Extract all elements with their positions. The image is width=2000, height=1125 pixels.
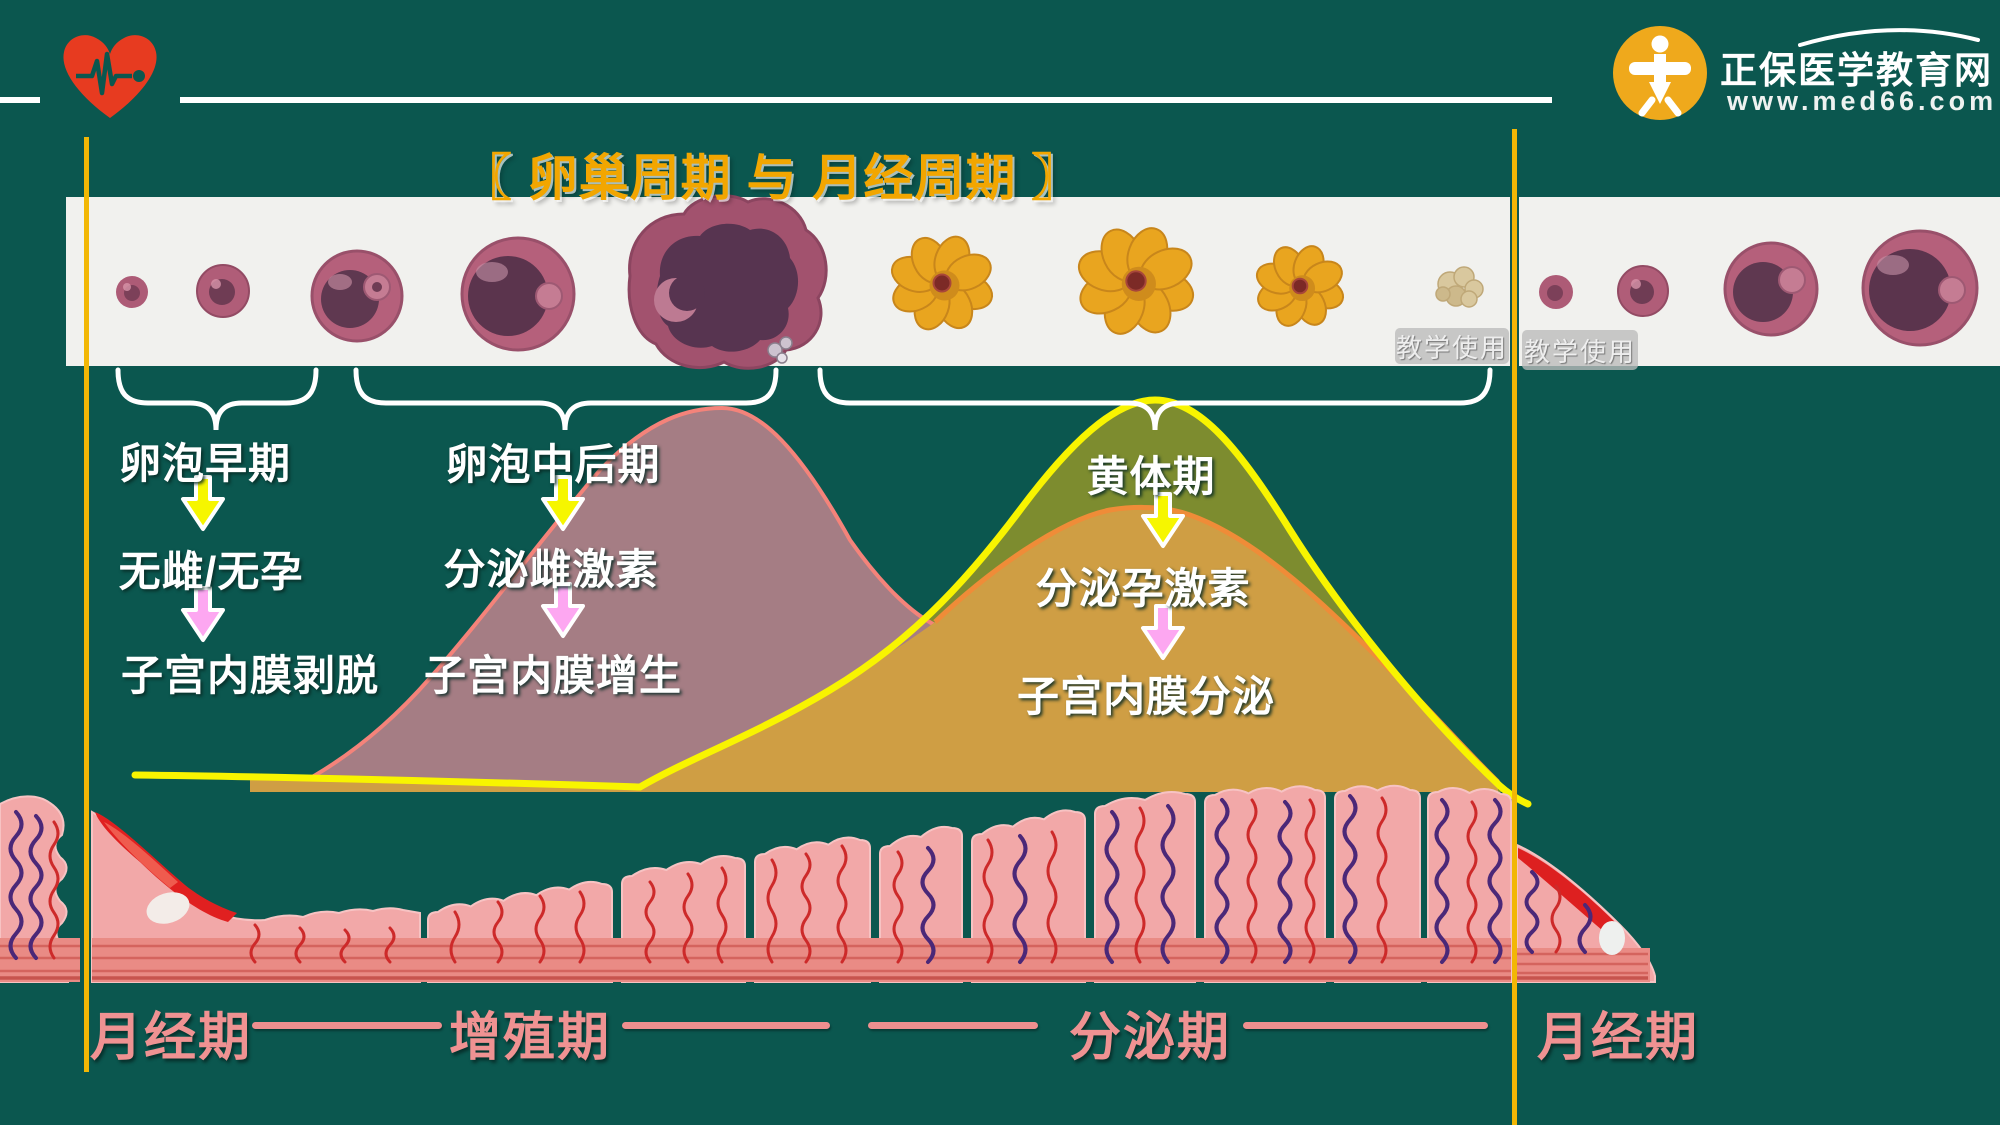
arrow-down-yellow-icon — [541, 475, 585, 531]
arrow-down-pink-icon — [541, 582, 585, 638]
phase-braces — [115, 367, 1493, 431]
endometrium-label-proliferation: 子宫内膜增生 — [423, 652, 683, 699]
estrogen-baseline-yellow — [131, 396, 1532, 808]
stage-label-early-follicular: 卵泡早期 — [118, 440, 292, 487]
arrow-down-pink-icon — [1141, 604, 1185, 660]
menstrual-blood-streak-right — [1518, 848, 1625, 955]
endometrium-band — [0, 784, 1656, 983]
follicle-secondary-repeat-icon — [1723, 241, 1819, 337]
cycle-boundary-lines — [84, 129, 1517, 1125]
phase-label-proliferative: 增殖期 — [448, 1009, 612, 1067]
secretion-label-estrogen: 分泌雌激素 — [443, 546, 659, 593]
brace-mid-late-follicular — [353, 367, 779, 431]
brace-luteal — [817, 367, 1493, 431]
follicle-secondary-icon — [310, 249, 404, 343]
endometrium-label-shedding: 子宫内膜剥脱 — [120, 652, 380, 699]
tissue-basal-layer — [0, 938, 1650, 982]
brand-url: www.med66.com — [1727, 86, 1998, 116]
right-axis-line — [1512, 129, 1517, 1125]
corpus-luteum-icon — [1255, 245, 1345, 327]
arrow-down-yellow-icon — [181, 475, 225, 531]
flow-arrows — [181, 475, 1185, 660]
page-title: 〖 卵巢周期 与 月经周期 〗 — [461, 150, 1083, 206]
stage-label-luteal: 黄体期 — [1086, 453, 1216, 500]
follicle-primary-icon — [196, 264, 250, 318]
arrow-down-yellow-icon — [1141, 492, 1185, 548]
follicle-primary-repeat-icon — [1617, 265, 1669, 317]
vessel-lines — [8, 794, 1593, 964]
header-rule — [0, 97, 1552, 103]
corpus-luteum-icons — [890, 227, 1345, 335]
phase-label-secretory: 分泌期 — [1068, 1009, 1232, 1067]
corpus-luteum-icon — [1077, 227, 1195, 335]
secretion-label-none: 无雌/无孕 — [118, 548, 304, 595]
phase-divider-rule — [1243, 1022, 1488, 1029]
corpus-luteum-icon — [890, 235, 994, 331]
phase-label-menstrual-right: 月经期 — [1536, 1009, 1700, 1067]
brand-name: 正保医学教育网 — [1720, 50, 1993, 91]
stage-label-mid-late-follicular: 卵泡中后期 — [445, 441, 661, 488]
watermark-badge: 教学使用 — [1395, 328, 1509, 364]
phase-divider-rule — [622, 1022, 830, 1029]
brand-logo-icon — [1613, 26, 1980, 120]
follicle-mature-repeat-icon — [1861, 229, 1979, 347]
endometrium-label-secretion: 子宫内膜分泌 — [1016, 673, 1276, 720]
follicle-primordial-icon — [116, 276, 148, 308]
corpus-albicans-icon — [1435, 266, 1484, 308]
follicular-curve-mauve — [292, 405, 936, 792]
phase-divider-rule — [868, 1022, 1038, 1029]
ovulation-stigma — [767, 336, 793, 364]
brand-swoosh — [1798, 28, 1980, 47]
menstrual-blood-streak — [95, 812, 237, 924]
phase-divider-rule — [252, 1022, 442, 1029]
secretion-label-progesterone: 分泌孕激素 — [1035, 565, 1251, 612]
brace-early-follicular — [115, 367, 319, 431]
watermark-badge: 教学使用 — [1522, 330, 1638, 370]
phase-label-menstrual-left: 月经期 — [89, 1009, 253, 1067]
follicle-ovulation-icon — [627, 194, 828, 370]
follicle-mature-icon — [460, 236, 576, 352]
arrow-down-pink-icon — [181, 586, 225, 642]
left-axis-line — [84, 137, 89, 1072]
heart-ecg-icon — [63, 35, 157, 118]
follicle-primordial-repeat-icon — [1539, 275, 1573, 309]
